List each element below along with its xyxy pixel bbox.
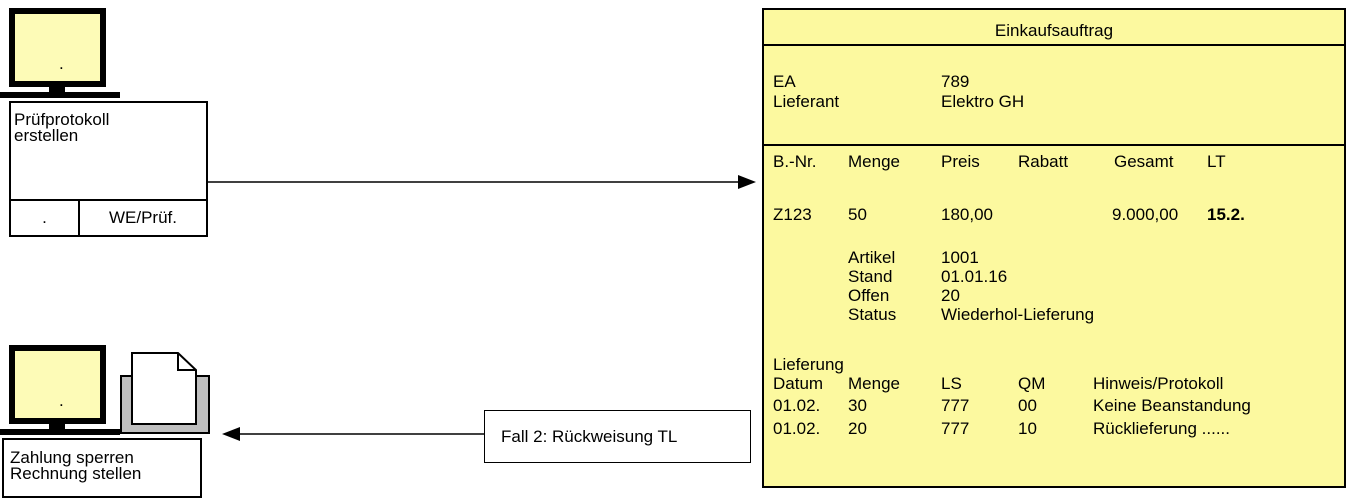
document-icon <box>120 352 210 434</box>
process-box-footer-right: WE/Prüf. <box>108 208 177 227</box>
delivery-row-1-ls: 777 <box>941 396 970 415</box>
col-header-nr: B.-Nr. <box>773 152 817 171</box>
col-header-lt: LT <box>1207 152 1226 171</box>
order-title-divider <box>764 44 1344 46</box>
delivery-row-1-hinweis: Keine Beanstandung <box>1093 396 1251 415</box>
ea-value: 789 <box>941 72 970 91</box>
delivery-col-ls: LS <box>941 374 962 393</box>
delivery-col-datum: Datum <box>773 374 824 393</box>
monitor-stand-icon <box>49 87 65 93</box>
row-gesamt: 9.000,00 <box>1112 205 1179 224</box>
col-header-menge: Menge <box>848 152 900 171</box>
process-box-divider <box>11 199 206 201</box>
monitor-screen-text: . <box>59 54 64 73</box>
keyboard-icon <box>0 92 120 98</box>
arrow-to-order <box>208 175 756 189</box>
row-preis: 180,00 <box>941 205 993 224</box>
delivery-col-qm: QM <box>1018 374 1046 393</box>
supplier-label: Lieferant <box>773 92 840 111</box>
delivery-row-2-qm: 10 <box>1018 419 1037 438</box>
detail-offen-value: 20 <box>941 286 960 305</box>
delivery-row-1-qm: 00 <box>1018 396 1037 415</box>
delivery-row-2-hinweis: Rücklieferung ...... <box>1093 419 1231 438</box>
delivery-col-menge: Menge <box>848 374 900 393</box>
keyboard-icon <box>0 429 120 435</box>
row-lt: 15.2. <box>1207 205 1245 224</box>
supplier-value: Elektro GH <box>941 92 1025 111</box>
row-nr: Z123 <box>773 205 812 224</box>
order-title: Einkaufsauftrag <box>994 21 1114 40</box>
delivery-row-2-menge: 20 <box>848 419 867 438</box>
detail-stand-value: 01.01.16 <box>941 267 1008 286</box>
process-box-pruefprotokoll[interactable]: Prüfprotokoll erstellen . WE/Prüf. <box>9 101 208 237</box>
callout-label: Fall 2: Rückweisung TL <box>501 427 678 446</box>
detail-status-value: Wiederhol-Lieferung <box>941 305 1095 324</box>
col-header-rabatt: Rabatt <box>1018 152 1069 171</box>
detail-offen-label: Offen <box>848 286 890 305</box>
ea-label: EA <box>773 72 796 91</box>
col-header-preis: Preis <box>941 152 980 171</box>
callout-rueckweisung: Fall 2: Rückweisung TL <box>484 410 751 463</box>
detail-stand-label: Stand <box>848 267 893 286</box>
delivery-row-2-datum: 01.02. <box>773 419 821 438</box>
detail-artikel-label: Artikel <box>848 248 896 267</box>
process-box-footer-divider <box>78 199 80 235</box>
delivery-title: Lieferung <box>773 355 844 374</box>
monitor-screen-text: . <box>59 391 64 410</box>
delivery-row-1-datum: 01.02. <box>773 396 821 415</box>
col-header-gesamt: Gesamt <box>1114 152 1174 171</box>
detail-status-label: Status <box>848 305 897 324</box>
monitor-screen-top: . <box>9 8 106 87</box>
delivery-col-hinweis: Hinweis/Protokoll <box>1093 374 1224 393</box>
process-box-title: Prüfprotokoll erstellen <box>14 110 110 145</box>
arrow-to-zahlung <box>222 427 484 441</box>
detail-artikel-value: 1001 <box>941 248 979 267</box>
process-box-line1: Zahlung sperren <box>10 448 134 467</box>
order-header-divider <box>764 144 1344 146</box>
delivery-row-1-menge: 30 <box>848 396 867 415</box>
row-menge: 50 <box>848 205 867 224</box>
order-panel: Einkaufsauftrag EA 789 Lieferant Elektro… <box>762 8 1346 488</box>
monitor-stand-icon <box>49 424 65 430</box>
monitor-screen-bottom: . <box>9 345 106 424</box>
delivery-row-2-ls: 777 <box>941 419 970 438</box>
process-box-footer-left: . <box>42 208 47 227</box>
